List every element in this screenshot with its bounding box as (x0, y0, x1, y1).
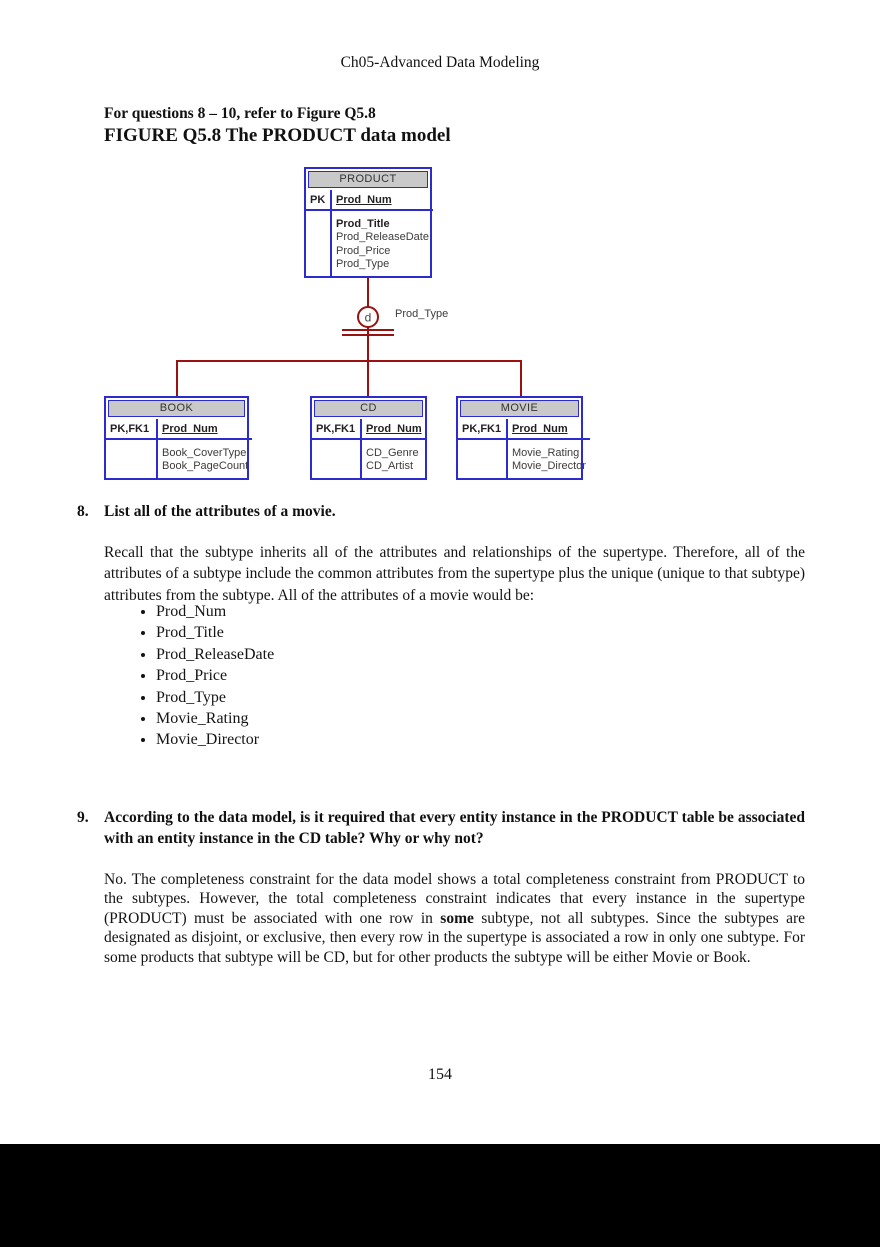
answer-segment: No. The completeness constraint for the … (104, 871, 805, 927)
attribute: Prod_ReleaseDate (336, 231, 429, 244)
bottom-black-band (0, 1144, 880, 1247)
attribute: Movie_Director (512, 460, 586, 473)
page-header-title: Ch05-Advanced Data Modeling (340, 54, 540, 71)
attributes-cell: Movie_Rating Movie_Director (508, 440, 590, 479)
question-number: 9. (77, 809, 89, 826)
key-label-cell: PK,FK1 (312, 419, 362, 440)
question-text: According to the data model, is it requi… (104, 809, 805, 847)
figure-title: FIGURE Q5.8 The PRODUCT data model (104, 125, 451, 146)
entity-title: BOOK (108, 400, 245, 417)
key-label-cell: PK,FK1 (458, 419, 508, 440)
connector-lines: d (176, 278, 522, 396)
attribute: Movie_Rating (512, 447, 580, 459)
pk-attribute: Prod_Num (512, 423, 568, 435)
entity-body: PK Prod_Num Prod_Title Prod_ReleaseDate … (306, 190, 433, 277)
question-text: List all of the attributes of a movie. (104, 503, 336, 520)
entity-title: CD (314, 400, 423, 417)
pk-attribute: Prod_Num (336, 194, 392, 206)
entity-product: PRODUCT PK Prod_Num Prod_Title Prod_Rele… (304, 167, 433, 278)
attribute: Prod_Price (336, 244, 391, 257)
list-item: Prod_Num (156, 601, 274, 622)
pk-attribute-cell: Prod_Num (158, 419, 253, 440)
list-item: Movie_Director (156, 729, 274, 750)
intro-line: For questions 8 – 10, refer to Figure Q5… (104, 105, 376, 122)
page-number: 154 (428, 1066, 452, 1083)
entity-body: PK,FK1 Prod_Num Movie_Rating Movie_Direc… (458, 419, 590, 479)
list-item: Prod_Type (156, 687, 274, 708)
answer-8-paragraph: Recall that the subtype inherits all of … (104, 544, 805, 604)
pk-attribute-cell: Prod_Num (362, 419, 426, 440)
empty-key-cell (306, 211, 332, 277)
entity-title: MOVIE (460, 400, 579, 417)
list-item: Movie_Rating (156, 708, 274, 729)
attributes-cell: CD_Genre CD_Artist (362, 440, 426, 479)
attribute: Prod_Title (336, 218, 390, 230)
attribute: Prod_Type (336, 258, 390, 271)
pk-attribute: Prod_Num (162, 423, 218, 435)
attribute-bullet-list: Prod_Num Prod_Title Prod_ReleaseDate Pro… (133, 601, 274, 751)
question-number: 8. (77, 503, 89, 520)
attribute: CD_Artist (366, 460, 414, 473)
disjoint-circle-icon (357, 306, 379, 328)
attributes-cell: Book_CoverType Book_PageCount (158, 440, 252, 479)
entity-cd: CD PK,FK1 Prod_Num CD_Genre CD_Artist (310, 396, 427, 480)
key-label-cell: PK,FK1 (106, 419, 158, 440)
pk-attribute: Prod_Num (366, 423, 422, 435)
empty-key-cell (312, 440, 362, 479)
empty-key-cell (458, 440, 508, 479)
intro-block: For questions 8 – 10, refer to Figure Q5… (104, 104, 814, 147)
entity-body: PK,FK1 Prod_Num Book_CoverType Book_Page… (106, 419, 253, 479)
entity-book: BOOK PK,FK1 Prod_Num Book_CoverType Book… (104, 396, 253, 480)
attribute: CD_Genre (366, 447, 419, 459)
answer-segment: subtype, not all subtypes. Since the sub… (104, 909, 805, 966)
entity-title: PRODUCT (308, 171, 428, 188)
answer-bold-word: some (440, 909, 474, 927)
list-item: Prod_Price (156, 665, 274, 686)
pk-attribute-cell: Prod_Num (332, 190, 433, 211)
attributes-cell: Prod_Title Prod_ReleaseDate Prod_Price P… (332, 211, 433, 277)
attribute: Book_PageCount (162, 460, 249, 473)
list-item: Prod_Title (156, 622, 274, 643)
list-item: Prod_ReleaseDate (156, 644, 274, 665)
empty-key-cell (106, 440, 158, 479)
question-9: 9. According to the data model, is it re… (77, 808, 805, 849)
entity-movie: MOVIE PK,FK1 Prod_Num Movie_Rating Movie… (456, 396, 590, 480)
pk-attribute-cell: Prod_Num (508, 419, 590, 440)
disjoint-symbol: d (365, 311, 372, 325)
question-8: 8. List all of the attributes of a movie… (77, 503, 805, 521)
attribute: Book_CoverType (162, 447, 247, 459)
entity-body: PK,FK1 Prod_Num CD_Genre CD_Artist (312, 419, 426, 479)
disjoint-label: Prod_Type (395, 308, 449, 320)
erd-diagram: d Prod_Type PRODUCT PK Prod_Num Prod_Tit… (0, 0, 880, 500)
answer-9-paragraph: No. The completeness constraint for the … (104, 870, 805, 967)
key-label-cell: PK (306, 190, 332, 211)
